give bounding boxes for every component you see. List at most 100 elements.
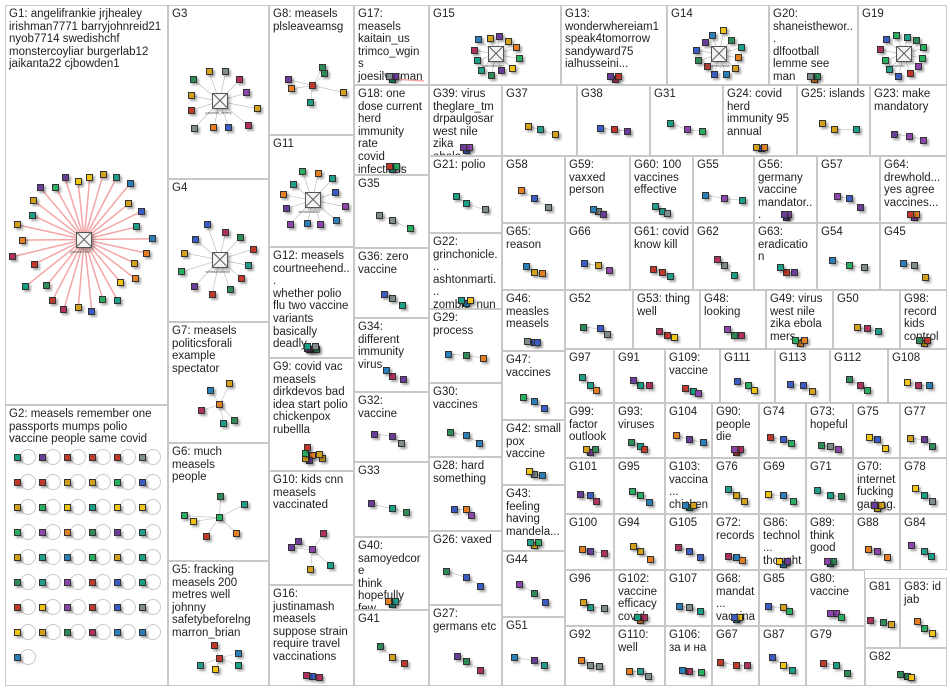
user-node[interactable] xyxy=(64,454,71,461)
user-node[interactable] xyxy=(675,544,682,551)
user-node[interactable] xyxy=(820,660,827,667)
user-node[interactable] xyxy=(526,468,533,475)
user-node[interactable] xyxy=(329,175,336,182)
user-node[interactable] xyxy=(904,34,911,41)
user-node[interactable] xyxy=(698,669,705,676)
user-node[interactable] xyxy=(389,373,396,380)
user-node[interactable] xyxy=(645,673,652,680)
user-node[interactable] xyxy=(64,629,71,636)
user-node[interactable] xyxy=(211,642,218,649)
user-node[interactable] xyxy=(919,55,926,62)
user-node[interactable] xyxy=(783,269,790,276)
user-node[interactable] xyxy=(656,328,663,335)
user-node[interactable] xyxy=(641,614,648,621)
user-node[interactable] xyxy=(732,65,739,72)
user-node[interactable] xyxy=(191,125,198,132)
user-node[interactable] xyxy=(463,432,470,439)
user-node[interactable] xyxy=(711,71,718,78)
user-node[interactable] xyxy=(781,211,788,218)
hub-node[interactable] xyxy=(896,46,912,62)
user-node[interactable] xyxy=(385,598,392,605)
user-node[interactable] xyxy=(809,388,816,395)
user-node[interactable] xyxy=(49,297,56,304)
user-node[interactable] xyxy=(463,658,470,665)
user-node[interactable] xyxy=(652,203,659,210)
user-node[interactable] xyxy=(780,492,787,499)
user-node[interactable] xyxy=(857,204,864,211)
user-node[interactable] xyxy=(285,76,292,83)
hub-node[interactable] xyxy=(305,192,321,208)
user-node[interactable] xyxy=(861,264,868,271)
user-node[interactable] xyxy=(646,382,653,389)
user-node[interactable] xyxy=(853,126,860,133)
user-node[interactable] xyxy=(89,454,96,461)
user-node[interactable] xyxy=(14,529,21,536)
user-node[interactable] xyxy=(865,546,872,553)
user-node[interactable] xyxy=(389,295,396,302)
user-node[interactable] xyxy=(471,47,478,54)
user-node[interactable] xyxy=(283,205,290,212)
user-node[interactable] xyxy=(833,662,840,669)
user-node[interactable] xyxy=(650,266,657,273)
user-node[interactable] xyxy=(60,306,67,313)
user-node[interactable] xyxy=(733,492,740,499)
user-node[interactable] xyxy=(39,629,46,636)
user-node[interactable] xyxy=(846,262,853,269)
user-node[interactable] xyxy=(580,324,587,331)
user-node[interactable] xyxy=(210,124,217,131)
user-node[interactable] xyxy=(693,47,700,54)
user-node[interactable] xyxy=(188,92,195,99)
user-node[interactable] xyxy=(22,283,29,290)
user-node[interactable] xyxy=(723,71,730,78)
user-node[interactable] xyxy=(831,126,838,133)
user-node[interactable] xyxy=(684,126,691,133)
user-node[interactable] xyxy=(695,390,702,397)
user-node[interactable] xyxy=(626,668,633,675)
user-node[interactable] xyxy=(897,671,904,678)
user-node[interactable] xyxy=(827,443,834,450)
user-node[interactable] xyxy=(867,617,874,624)
user-node[interactable] xyxy=(739,197,746,204)
user-node[interactable] xyxy=(854,324,861,331)
user-node[interactable] xyxy=(86,174,93,181)
user-node[interactable] xyxy=(846,376,853,383)
user-node[interactable] xyxy=(304,343,311,350)
user-node[interactable] xyxy=(819,120,826,127)
user-node[interactable] xyxy=(904,379,911,386)
user-node[interactable] xyxy=(679,667,686,674)
user-node[interactable] xyxy=(929,630,936,637)
user-node[interactable] xyxy=(587,548,594,555)
user-node[interactable] xyxy=(288,544,295,551)
user-node[interactable] xyxy=(926,382,933,389)
user-node[interactable] xyxy=(702,192,709,199)
user-node[interactable] xyxy=(117,279,124,286)
hub-node[interactable] xyxy=(212,93,228,109)
user-node[interactable] xyxy=(714,256,721,263)
user-node[interactable] xyxy=(480,355,487,362)
user-node[interactable] xyxy=(477,583,484,590)
user-node[interactable] xyxy=(114,554,121,561)
user-node[interactable] xyxy=(516,55,523,62)
user-node[interactable] xyxy=(149,235,156,242)
user-node[interactable] xyxy=(327,562,334,569)
user-node[interactable] xyxy=(525,123,532,130)
user-node[interactable] xyxy=(731,332,738,339)
user-node[interactable] xyxy=(114,454,121,461)
user-node[interactable] xyxy=(725,486,732,493)
user-node[interactable] xyxy=(744,662,751,669)
user-node[interactable] xyxy=(541,405,548,412)
user-node[interactable] xyxy=(143,250,150,257)
user-node[interactable] xyxy=(226,380,233,387)
user-node[interactable] xyxy=(316,451,323,458)
user-node[interactable] xyxy=(786,608,793,615)
user-node[interactable] xyxy=(14,454,21,461)
user-node[interactable] xyxy=(75,304,82,311)
user-node[interactable] xyxy=(321,70,328,77)
user-node[interactable] xyxy=(531,590,538,597)
user-node[interactable] xyxy=(401,660,408,667)
user-node[interactable] xyxy=(131,260,138,267)
user-node[interactable] xyxy=(695,57,702,64)
user-node[interactable] xyxy=(466,144,473,151)
user-node[interactable] xyxy=(139,629,146,636)
user-node[interactable] xyxy=(929,443,936,450)
